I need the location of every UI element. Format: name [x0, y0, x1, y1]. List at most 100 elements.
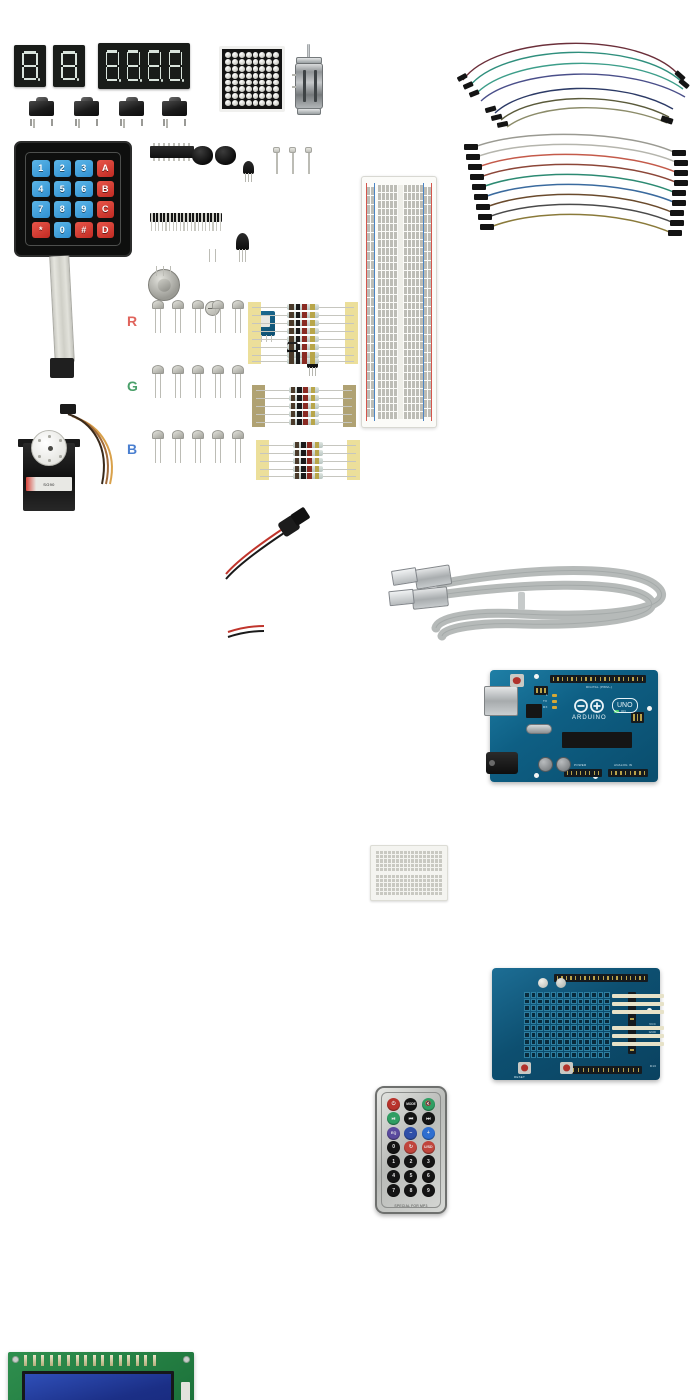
led-5mm [152, 365, 164, 398]
dip-ic-chip [150, 143, 194, 161]
perfboard-grid [524, 992, 610, 1058]
shield-reset-label: RESET [514, 1075, 526, 1079]
led-5mm [212, 300, 224, 333]
shield-led-green [556, 978, 566, 988]
led-5mm [232, 300, 244, 333]
keypad-key-7[interactable]: 7 [32, 201, 50, 218]
usb-cable [427, 566, 666, 641]
jumper-wire-bundle-bottom [464, 133, 688, 236]
keypad-key-3[interactable]: 3 [75, 160, 93, 177]
tactile-button [162, 96, 187, 128]
lcd-screen-area [22, 1371, 174, 1400]
remote-key-4[interactable]: 4 [387, 1169, 401, 1183]
tactile-button [119, 96, 144, 128]
icsp-header [534, 686, 548, 695]
arduino-infinity-logo [574, 699, 604, 713]
arduino-model-badge: UNO [612, 698, 638, 713]
keypad-key-c[interactable]: C [96, 201, 114, 218]
ldr-legs [209, 249, 217, 262]
seven-segment-four-digit [98, 43, 190, 89]
keypad-key-4[interactable]: 4 [32, 180, 50, 197]
digital-header-label: DIGITAL (PWM~) [586, 685, 613, 689]
remote-power-button[interactable]: ⏻ [387, 1097, 401, 1111]
led-matrix-8x8 [219, 46, 285, 112]
remote-mode-button[interactable]: MODE [404, 1097, 418, 1111]
keypad-ribbon-connector [50, 358, 74, 378]
remote-volume-up-button[interactable]: + [421, 1126, 435, 1140]
remote-eq-button[interactable]: EQ [387, 1126, 401, 1140]
keypad-key-2[interactable]: 2 [53, 160, 71, 177]
crystal-oscillator [526, 724, 552, 734]
led-row-label-red: R [127, 313, 138, 329]
ir-receiver [236, 233, 249, 250]
servo-motor: SG90 [18, 425, 80, 513]
lcd-1602-display [8, 1352, 194, 1400]
keypad-key-a[interactable]: A [96, 160, 114, 177]
led-5mm [192, 300, 204, 333]
resistor-strip-3 [256, 440, 360, 480]
shield-reset-button[interactable] [518, 1062, 531, 1074]
keypad-key-b[interactable]: B [96, 180, 114, 197]
electrolytic-capacitor [556, 757, 571, 772]
usb-controller-chip [526, 704, 542, 718]
lcd-side-connector [181, 1382, 190, 1400]
remote-key-9[interactable]: 9 [421, 1184, 435, 1198]
remote-key-0[interactable]: 0 [387, 1140, 401, 1154]
electrolytic-capacitor [538, 757, 553, 772]
ir-remote-control[interactable]: ⏻ MODE 🔇 ⏯ ⏮ ⏭ EQ − + 0 ↻ U/SD 1 2 3 4 5… [375, 1086, 447, 1214]
keypad-key-6[interactable]: 6 [75, 180, 93, 197]
remote-key-6[interactable]: 6 [421, 1169, 435, 1183]
remote-key-5[interactable]: 5 [404, 1169, 418, 1183]
remote-button-grid[interactable]: ⏻ MODE 🔇 ⏯ ⏮ ⏭ EQ − + 0 ↻ U/SD 1 2 3 4 5… [385, 1097, 437, 1198]
keypad-key-d[interactable]: D [96, 221, 114, 238]
usb-connector-b-tip [388, 588, 415, 607]
reset-button[interactable] [510, 674, 524, 687]
keypad-key-5[interactable]: 5 [53, 180, 71, 197]
led-5mm [192, 430, 204, 463]
led-5mm [172, 430, 184, 463]
seven-segment-single-1 [14, 45, 46, 87]
servo-cable [60, 404, 113, 485]
buzzer [192, 146, 213, 165]
keypad-key-star[interactable]: * [32, 221, 50, 238]
tx-led [552, 700, 557, 703]
remote-prev-button[interactable]: ⏮ [404, 1112, 418, 1126]
led-5mm [152, 300, 164, 333]
keypad-key-1[interactable]: 1 [32, 160, 50, 177]
remote-volume-down-button[interactable]: − [404, 1126, 418, 1140]
usb-connector-b [411, 586, 449, 610]
remote-next-button[interactable]: ⏭ [421, 1112, 435, 1126]
keypad-key-0[interactable]: 0 [53, 221, 71, 238]
digital-header [550, 675, 646, 683]
atmega-microcontroller [562, 732, 632, 748]
remote-play-pause-button[interactable]: ⏯ [387, 1112, 401, 1126]
remote-key-8[interactable]: 8 [404, 1184, 418, 1198]
remote-usd-button[interactable]: U/SD [421, 1140, 435, 1154]
breadboard-full-size [361, 176, 437, 428]
resistor-strip-1 [248, 302, 358, 364]
keypad-key-9[interactable]: 9 [75, 201, 93, 218]
remote-repeat-button[interactable]: ↻ [404, 1140, 418, 1154]
led-5mm [212, 365, 224, 398]
servo-horn [31, 430, 67, 466]
remote-key-1[interactable]: 1 [387, 1155, 401, 1169]
remote-key-3[interactable]: 3 [421, 1155, 435, 1169]
product-layout-canvas: 1 2 3 A 4 5 6 B 7 8 9 C * 0 # D [0, 0, 700, 700]
led-5mm [212, 430, 224, 463]
remote-key-7[interactable]: 7 [387, 1184, 401, 1198]
remote-key-2[interactable]: 2 [404, 1155, 418, 1169]
remote-mute-button[interactable]: 🔇 [421, 1097, 435, 1111]
rx-label: RX [543, 705, 548, 709]
shield-vcc-label: VCC [649, 1022, 656, 1026]
arduino-brand-text: ARDUINO [572, 715, 607, 721]
led-5mm [172, 365, 184, 398]
diode [305, 147, 312, 175]
jumper-wire-bundle-top [456, 42, 690, 128]
keypad-key-hash[interactable]: # [75, 221, 93, 238]
membrane-keypad[interactable]: 1 2 3 A 4 5 6 B 7 8 9 C * 0 # D [14, 141, 132, 257]
rx-led [552, 706, 557, 709]
shield-user-button[interactable] [560, 1062, 573, 1074]
remote-footer-label: SPECIAL FOR MP3 [394, 1204, 428, 1208]
dc-power-jack [486, 752, 518, 774]
keypad-key-8[interactable]: 8 [53, 201, 71, 218]
